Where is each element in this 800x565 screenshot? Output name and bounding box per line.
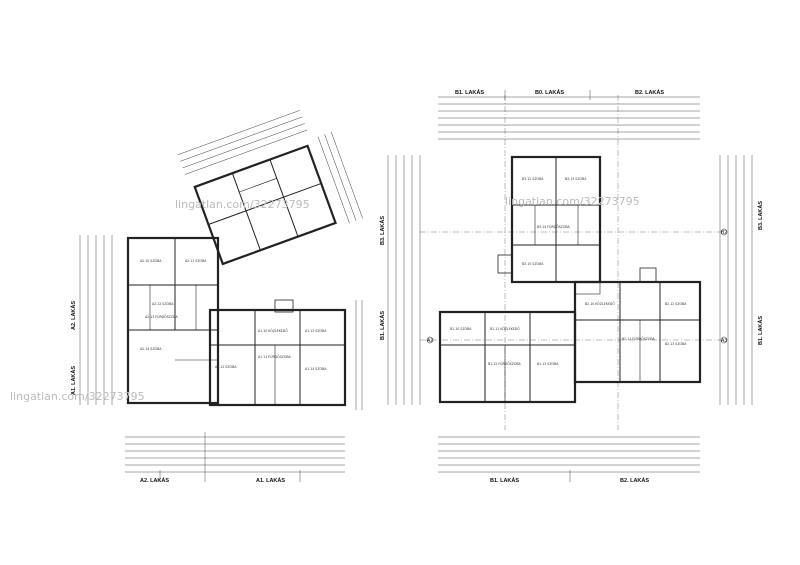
room-b1-12: B1.12 FÜRDŐSZOBA — [488, 361, 522, 366]
axis-lines — [420, 95, 720, 430]
right-left-dim-chains — [387, 155, 421, 405]
side-label-a2: A2. LAKÁS — [70, 301, 77, 330]
unit-label-b2-top: B2. LAKÁS — [635, 89, 664, 96]
room-a1-11: A1.11 FÜRDŐSZOBA — [258, 354, 292, 359]
rotated-wing — [177, 110, 363, 266]
left-dim-chains — [79, 235, 113, 405]
right-building-labels: B1. LAKÁS B0. LAKÁS B2. LAKÁS B1. LAKÁS … — [379, 89, 764, 484]
marker-b2-text: B2 — [721, 230, 727, 236]
right-top-dim-chains — [438, 90, 700, 140]
room-a1-12: A1.12 SZOBA — [215, 365, 237, 369]
room-b3-12: B3.12 SZOBA — [522, 177, 544, 181]
side-label-b1-right: B1. LAKÁS — [757, 316, 764, 345]
left-building-labels: A2. LAKÁS A1. LAKÁS A2. LAKÁS A1. LAKÁS … — [70, 259, 327, 484]
right-bottom-dim-chains — [438, 436, 700, 482]
room-a2-14: A2.14 SZOBA — [140, 347, 162, 351]
side-label-a1: A1. LAKÁS — [70, 366, 77, 395]
watermark-right: lingatlan.com/32273795 — [505, 195, 640, 208]
room-b3-14: B3.14 FÜRDŐSZOBA — [537, 224, 571, 229]
section-marker-a3 — [720, 336, 728, 344]
room-a2-13: A2.13 FÜRDŐSZOBA — [145, 314, 179, 319]
unit-label-b1-bottom: B1. LAKÁS — [490, 477, 519, 484]
room-b1-11: B1.11 KÖZLEKEDŐ — [490, 326, 520, 331]
unit-label-a2: A2. LAKÁS — [140, 477, 169, 484]
side-label-b3-right: B3. LAKÁS — [757, 201, 764, 230]
section-marker-a2 — [426, 336, 434, 344]
room-b2-12: B2.12 SZOBA — [665, 302, 687, 306]
room-b3-15: B3.15 SZOBA — [522, 262, 544, 266]
side-label-b1-left: B1. LAKÁS — [379, 311, 386, 340]
watermark-left: lingatlan.com/32273795 — [175, 198, 310, 211]
left-building-plan — [79, 110, 363, 482]
right-building-plan — [387, 90, 753, 482]
marker-a3-text: A3 — [721, 338, 727, 344]
unit-label-b1-top: B1. LAKÁS — [455, 89, 484, 96]
room-a2-10: A2.10 SZOBA — [140, 259, 162, 263]
left-bottom-dim-chains — [125, 432, 345, 482]
room-b1-13: B1.13 SZOBA — [537, 362, 559, 366]
marker-a2-text: A2 — [427, 338, 433, 344]
room-a2-12: A2.12 SZOBA — [152, 302, 174, 306]
room-a1-14: A1.14 SZOBA — [305, 367, 327, 371]
unit-label-b2-bottom: B2. LAKÁS — [620, 477, 649, 484]
section-marker-b2 — [720, 228, 728, 236]
unit-label-b0-top: B0. LAKÁS — [535, 89, 564, 96]
right-right-dim-chains — [719, 155, 753, 405]
room-b1-10: B1.10 SZOBA — [450, 327, 472, 331]
room-a1-10: A1.10 KÖZLEKEDŐ — [258, 328, 288, 333]
unit-label-a1: A1. LAKÁS — [256, 477, 285, 484]
room-a2-11: A2.11 SZOBA — [185, 259, 207, 263]
room-b2-10: B2.10 KÖZLEKEDŐ — [585, 301, 615, 306]
watermark-bottom: lingatlan.com/32273795 — [10, 390, 145, 403]
room-a1-13: A1.13 SZOBA — [305, 329, 327, 333]
side-label-b3-left: B3. LAKÁS — [379, 216, 386, 245]
room-b3-13: B3.13 SZOBA — [565, 177, 587, 181]
room-b2-11: B2.11 FÜRDŐSZOBA — [622, 336, 656, 341]
room-b2-13: B2.13 SZOBA — [665, 342, 687, 346]
